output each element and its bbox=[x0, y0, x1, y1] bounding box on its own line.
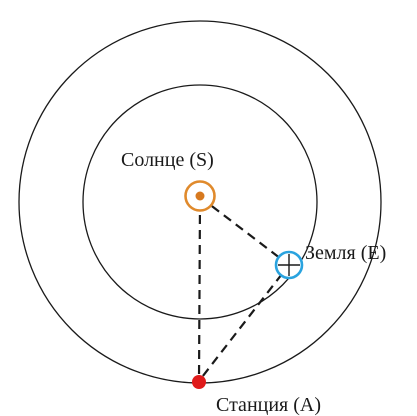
dashed-line-sun-earth bbox=[199, 196, 290, 266]
inner-orbit bbox=[82, 84, 318, 320]
station-marker bbox=[192, 375, 206, 389]
station-label: Станция (A) bbox=[216, 394, 321, 416]
earth-marker bbox=[274, 250, 304, 280]
dashed-line-sun-station bbox=[197, 199, 202, 382]
sun-label: Солнце (S) bbox=[121, 149, 214, 171]
sun-marker bbox=[184, 180, 216, 212]
dashed-line-earth-station bbox=[198, 273, 283, 382]
earth-label: Земля (E) bbox=[305, 242, 386, 264]
